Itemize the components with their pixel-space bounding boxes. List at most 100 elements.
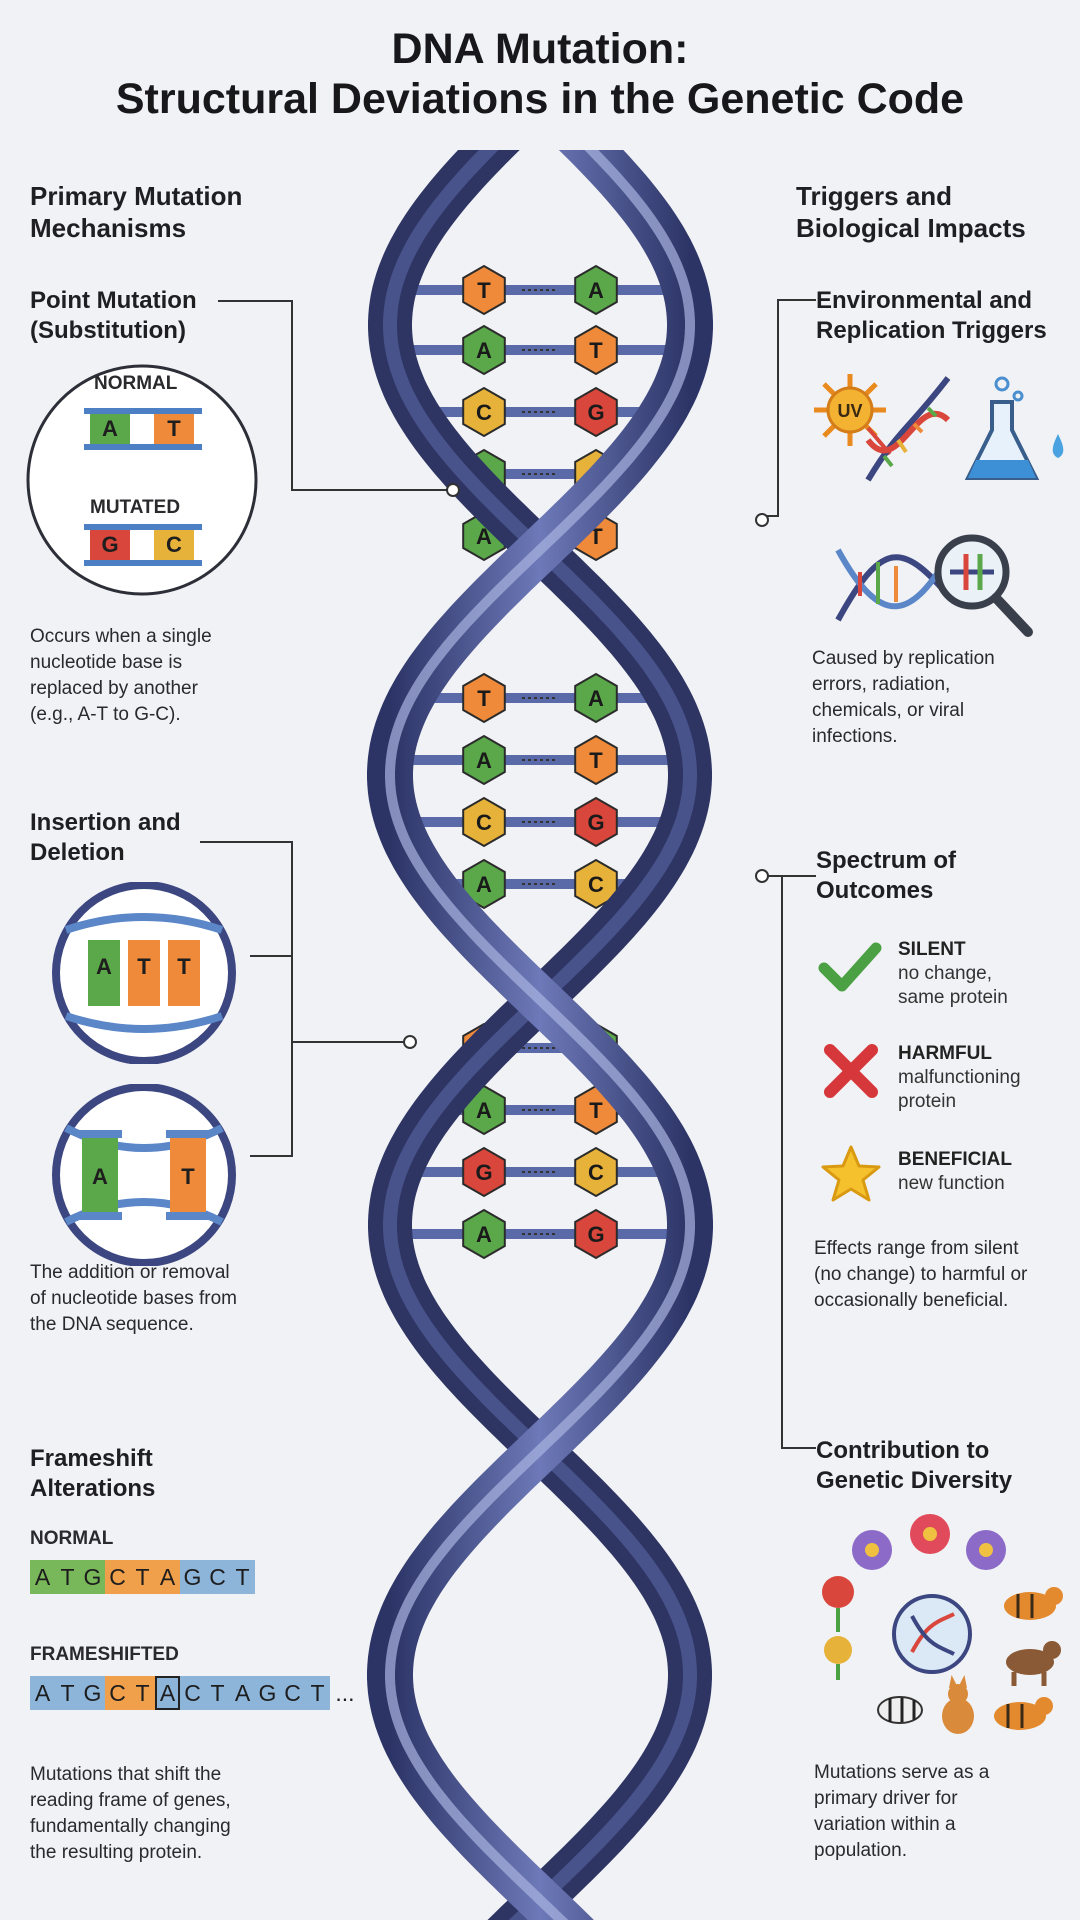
nucleotide-base <box>462 1146 506 1198</box>
nucleotide-letter: T <box>477 278 491 303</box>
frameshift-description: Mutations that shift the reading frame o… <box>30 1764 231 1863</box>
diversity-illustration <box>822 1514 1063 1734</box>
nucleotide-base <box>574 264 618 316</box>
page-title: DNA Mutation: <box>391 25 689 73</box>
svg-text:UV: UV <box>837 401 862 421</box>
nucleotide-base <box>462 858 506 910</box>
nucleotide-letter: T <box>477 686 491 711</box>
nucleotide-letter: G <box>587 400 604 425</box>
deletion-circle <box>52 1084 236 1266</box>
sequence-base: G <box>180 1560 205 1594</box>
nucleotide-letter: T <box>589 338 603 363</box>
flower-icon <box>824 1636 852 1680</box>
sequence-base: A <box>30 1676 55 1710</box>
nucleotide-letter: T <box>589 1098 603 1123</box>
nucleotide-letter: T <box>589 748 603 773</box>
sequence-base: C <box>105 1676 130 1710</box>
insertion-circle <box>52 882 236 1064</box>
sequence-base: T <box>130 1676 155 1710</box>
point-mutated-base-1: G <box>101 532 119 557</box>
nucleotide-letter: A <box>588 686 604 711</box>
diversity-title: Contribution to Genetic Diversity <box>816 1437 1013 1494</box>
point-mutated-base-2: C <box>166 532 182 557</box>
nucleotide-base <box>574 1146 618 1198</box>
point-mutation-title: Point Mutation (Substitution) <box>30 287 197 344</box>
point-normal-label: NORMAL <box>94 373 178 394</box>
flower-icon <box>910 1514 950 1554</box>
sequence-base: A <box>30 1560 55 1594</box>
nucleotide-letter: G <box>475 1160 492 1185</box>
nucleotide-letter: A <box>476 338 492 363</box>
nucleotide-letter: G <box>587 810 604 835</box>
nucleotide-base <box>574 1208 618 1260</box>
diversity-description: Mutations serve as a primary driver for … <box>814 1762 990 1861</box>
outcome-harmful: HARMFUL malfunctioning protein <box>898 1043 1021 1112</box>
indel-title: Insertion and Deletion <box>30 809 181 866</box>
left-heading: Primary Mutation Mechanisms <box>30 181 243 243</box>
sequence-base: A <box>155 1676 180 1710</box>
magnified-dna-icon <box>835 534 1033 637</box>
page-subtitle: Structural Deviations in the Genetic Cod… <box>115 75 965 123</box>
right-heading: Triggers and Biological Impacts <box>796 181 1026 243</box>
nucleotide-base <box>574 858 618 910</box>
sequence-base: T <box>55 1676 80 1710</box>
nucleotide-letter: C <box>476 810 492 835</box>
star-icon <box>821 1145 881 1202</box>
nucleotide-base <box>574 796 618 848</box>
deletion-base-2: T <box>181 1164 195 1189</box>
nucleotide-letter: C <box>588 872 604 897</box>
spectrum-title: Spectrum of Outcomes <box>816 847 957 904</box>
sequence-base: C <box>280 1676 305 1710</box>
point-mutation-connector <box>218 300 460 497</box>
insertion-base-1: A <box>96 954 112 979</box>
sequence-base: T <box>55 1560 80 1594</box>
point-mutation-description: Occurs when a single nucleotide base is … <box>30 626 212 725</box>
sequence-base: A <box>230 1676 255 1710</box>
indel-description: The addition or removal of nucleotide ba… <box>30 1262 238 1335</box>
tiger-icon <box>994 1697 1053 1730</box>
nucleotide-base <box>462 264 506 316</box>
flower-icon <box>966 1530 1006 1570</box>
indel-connector <box>200 841 417 1157</box>
sequence-base: T <box>230 1560 255 1594</box>
nucleotide-base <box>462 672 506 724</box>
sequence-ellipsis: ... <box>335 1680 355 1706</box>
zebra-icon <box>877 1696 923 1724</box>
frameshift-title: Frameshift Alterations <box>30 1445 156 1502</box>
triggers-description: Caused by replication errors, radiation,… <box>812 648 995 747</box>
nucleotide-letter: G <box>587 1222 604 1247</box>
nucleotide-letter: A <box>476 748 492 773</box>
nucleotide-letter: A <box>476 872 492 897</box>
point-normal-base-1: A <box>102 416 118 441</box>
nucleotide-letter: C <box>588 1160 604 1185</box>
mini-dna-icon <box>865 376 951 482</box>
sequence-base: T <box>305 1676 330 1710</box>
outcome-silent: SILENT no change, same protein <box>898 939 1008 1008</box>
flask-icon <box>964 376 1064 480</box>
insertion-base-2: T <box>137 954 151 979</box>
nucleotide-base <box>574 386 618 438</box>
frameshift-shifted-label: FRAMESHIFTED <box>30 1644 179 1665</box>
sequence-base: A <box>155 1560 180 1594</box>
deletion-base-1: A <box>92 1164 108 1189</box>
uv-sun-icon: UV <box>814 374 892 456</box>
point-mutation-circle <box>26 364 258 596</box>
flower-icon <box>822 1576 854 1632</box>
sequence-base: T <box>205 1676 230 1710</box>
nucleotide-base <box>462 1208 506 1260</box>
sequence-base: G <box>80 1560 105 1594</box>
nucleotide-letter: C <box>476 400 492 425</box>
nucleotide-letter: A <box>588 278 604 303</box>
spectrum-description: Effects range from silent (no change) to… <box>814 1238 1028 1311</box>
sequence-base: C <box>180 1676 205 1710</box>
sequence-base: C <box>105 1560 130 1594</box>
